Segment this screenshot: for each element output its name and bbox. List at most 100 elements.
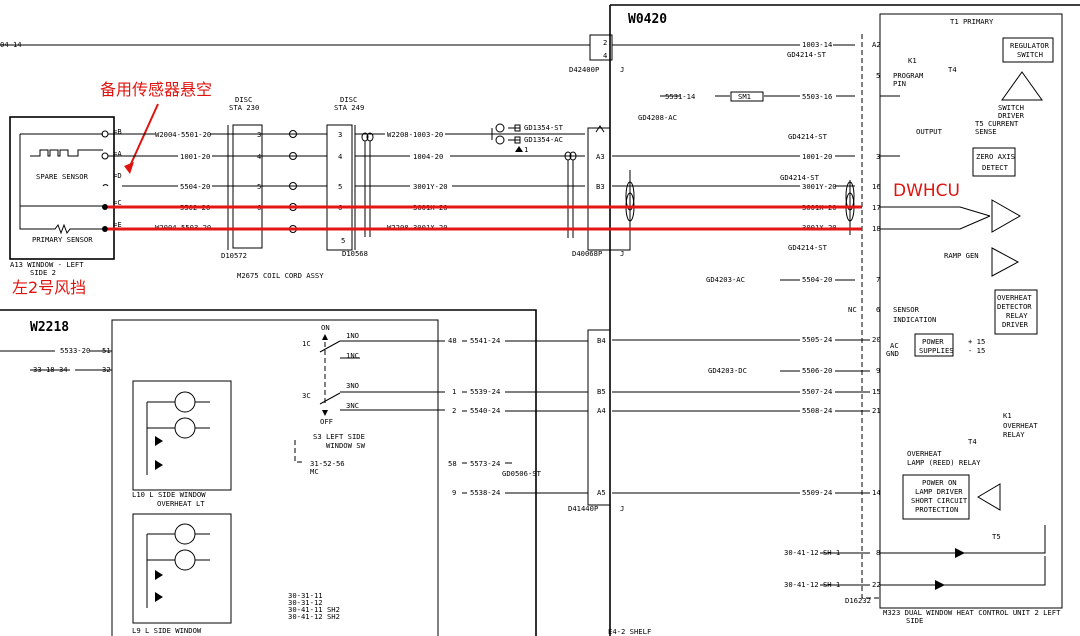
a13-window-sensor-box: SPARE SENSOR PRIMARY SENSOR A13 WINDOW -… <box>9 116 122 277</box>
svg-text:D42400P: D42400P <box>569 65 599 74</box>
pin-c-connector <box>102 204 108 210</box>
spare-sensor-label: SPARE SENSOR <box>36 172 89 181</box>
svg-text:GD4214-ST: GD4214-ST <box>787 50 827 59</box>
right-wires: 1003-14 GD4214-ST 5531-14 SM1 5503-16 GD… <box>612 40 870 589</box>
svg-text:INDICATION: INDICATION <box>893 315 936 324</box>
d40068p-connector: A3 B3 D40068P J <box>572 125 624 258</box>
svg-text:14: 14 <box>872 488 881 497</box>
svg-text:T5 CURRENT: T5 CURRENT <box>975 119 1019 128</box>
w0420-label: W0420 <box>628 12 667 27</box>
svg-text:D16232: D16232 <box>845 596 871 605</box>
spare-sensor-floating-annotation: 备用传感器悬空 <box>100 80 212 99</box>
svg-text:T5: T5 <box>992 532 1001 541</box>
svg-text:30-41-12 SH 1: 30-41-12 SH 1 <box>784 548 840 557</box>
svg-text:32: 32 <box>102 365 111 374</box>
svg-text:30-41-12 SH 1: 30-41-12 SH 1 <box>784 580 840 589</box>
l9-overheat-light: L9 L SIDE WINDOW <box>132 513 232 635</box>
svg-text:D10568: D10568 <box>342 249 368 258</box>
m323-dwhcu-box: D16232 M323 DUAL WINDOW HEAT CONTROL UNI… <box>845 13 1063 625</box>
d42400p-connector: 2 4 D42400P J <box>569 34 624 74</box>
svg-text:ZERO AXIS: ZERO AXIS <box>976 152 1015 161</box>
svg-text:3C: 3C <box>302 391 311 400</box>
w2218-right-wires: 48 5541-24 1 5539-24 2 5540-24 58 5573-2… <box>448 336 588 497</box>
gd1354-ground: GD1354-ST GD1354-AC 1 <box>480 123 564 154</box>
left-windshield-annotation: 左2号风挡 <box>12 278 86 297</box>
svg-text:3001Y-20: 3001Y-20 <box>413 182 448 191</box>
spare-sensor-element <box>19 133 103 207</box>
svg-text:1004-20: 1004-20 <box>413 152 443 161</box>
svg-text:AC: AC <box>890 341 899 350</box>
svg-text:16: 16 <box>872 182 881 191</box>
svg-text:L10 L SIDE WINDOW: L10 L SIDE WINDOW <box>132 490 206 499</box>
svg-text:D40068P: D40068P <box>572 249 602 258</box>
svg-text:17: 17 <box>872 203 881 212</box>
shield-markers <box>361 132 855 251</box>
s3-left-side-window-switch[interactable]: ON 1C 1NO 1NC 3NO 3NC 3C OFF S3 LEFT SID… <box>302 323 445 450</box>
svg-text:GD4214-ST: GD4214-ST <box>788 243 828 252</box>
pin-b-label: =B <box>113 127 122 136</box>
svg-text:POWER ON: POWER ON <box>922 478 957 487</box>
dwhcu-annotation: DWHCU <box>893 181 960 201</box>
svg-text:SM1: SM1 <box>738 92 751 101</box>
pin-a-connector <box>101 152 109 160</box>
svg-text:GD4203-DC: GD4203-DC <box>708 366 747 375</box>
svg-text:33-18-34: 33-18-34 <box>33 365 68 374</box>
svg-text:5: 5 <box>876 71 880 80</box>
svg-text:D10572: D10572 <box>221 251 247 260</box>
a13-label-2: SIDE 2 <box>30 268 56 277</box>
svg-text:OFF: OFF <box>320 417 333 426</box>
svg-text:MC: MC <box>310 467 319 476</box>
svg-text:RELAY: RELAY <box>1006 311 1028 320</box>
svg-text:T4: T4 <box>968 437 977 446</box>
annotation-arrowhead <box>124 162 134 174</box>
svg-text:M323 DUAL WINDOW HEAT CONTROL: M323 DUAL WINDOW HEAT CONTROL UNIT 2 LEF… <box>883 608 1061 617</box>
svg-text:GND: GND <box>886 349 899 358</box>
wire-04-14-label: 04-14 <box>0 40 22 49</box>
svg-text:4: 4 <box>603 51 607 60</box>
svg-text:5504-20: 5504-20 <box>802 275 832 284</box>
svg-text:5541-24: 5541-24 <box>470 336 500 345</box>
svg-text:5506-20: 5506-20 <box>802 366 832 375</box>
svg-text:5504-20: 5504-20 <box>180 182 210 191</box>
svg-text:OVERHEAT: OVERHEAT <box>1003 421 1038 430</box>
svg-text:T4: T4 <box>948 65 957 74</box>
svg-text:18: 18 <box>872 224 881 233</box>
svg-text:W2208-1003-20: W2208-1003-20 <box>387 130 443 139</box>
svg-text:B4: B4 <box>597 336 606 345</box>
disc-sta-249: DISC STA 249 D10568 3 4 5 6 5 <box>326 95 368 258</box>
svg-text:3NC: 3NC <box>346 401 359 410</box>
svg-text:DISC: DISC <box>340 95 357 104</box>
svg-text:WINDOW SW: WINDOW SW <box>326 441 366 450</box>
svg-text:5503-16: 5503-16 <box>802 92 832 101</box>
svg-text:REGULATOR: REGULATOR <box>1010 41 1050 50</box>
svg-text:15: 15 <box>872 387 881 396</box>
svg-text:1001-20: 1001-20 <box>180 152 210 161</box>
svg-text:LAMP (REED) RELAY: LAMP (REED) RELAY <box>907 458 981 467</box>
svg-text:GD4214-ST: GD4214-ST <box>788 132 828 141</box>
svg-text:5538-24: 5538-24 <box>470 488 500 497</box>
svg-text:E4-2 SHELF: E4-2 SHELF <box>608 627 651 636</box>
svg-text:DETECT: DETECT <box>982 163 1009 172</box>
svg-text:POWER: POWER <box>922 337 944 346</box>
l10-overheat-light: L10 L SIDE WINDOW OVERHEAT LT <box>132 380 232 508</box>
svg-text:6: 6 <box>876 305 880 314</box>
svg-text:5573-24: 5573-24 <box>470 459 500 468</box>
svg-text:5: 5 <box>338 182 342 191</box>
svg-text:8: 8 <box>876 548 880 557</box>
svg-text:RAMP GEN: RAMP GEN <box>944 251 979 260</box>
svg-text:A3: A3 <box>596 152 605 161</box>
svg-text:30-31-12: 30-31-12 <box>288 598 323 607</box>
svg-text:D41440P: D41440P <box>568 504 598 513</box>
svg-text:3: 3 <box>876 152 880 161</box>
svg-text:PIN: PIN <box>893 79 906 88</box>
svg-text:9: 9 <box>452 488 456 497</box>
svg-text:30-41-12 SH2: 30-41-12 SH2 <box>288 612 340 621</box>
svg-text:K1: K1 <box>1003 411 1012 420</box>
pin-e-label: =E <box>113 220 122 229</box>
svg-text:A2: A2 <box>872 40 881 49</box>
svg-text:L9 L SIDE WINDOW: L9 L SIDE WINDOW <box>132 626 202 635</box>
svg-text:48: 48 <box>448 336 457 345</box>
svg-text:DRIVER: DRIVER <box>1002 320 1029 329</box>
pin-c-label: =C <box>113 198 122 207</box>
